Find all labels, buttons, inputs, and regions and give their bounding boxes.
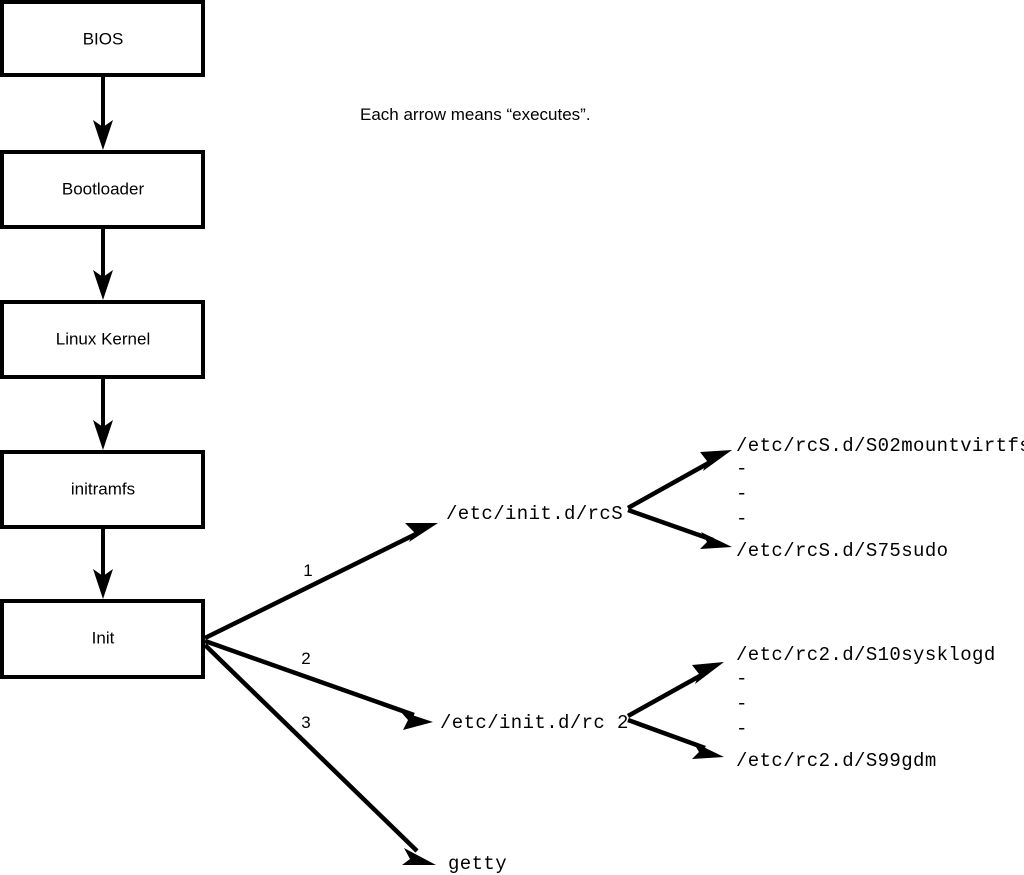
script-rc2-ellipsis-3: - [736,718,747,740]
script-rcs-ellipsis-3: - [736,508,747,530]
node-init-rect [0,599,205,679]
node-rc2-label: /etc/init.d/rc 2 [440,712,629,734]
node-bios[interactable]: BIOS [0,0,205,77]
node-bios-label: BIOS [83,29,124,48]
edge-label-1: 1 [303,561,312,580]
node-rcs-label: /etc/init.d/rcS [446,503,623,525]
node-linux-kernel-label: Linux Kernel [56,329,151,348]
script-rc2-first: /etc/rc2.d/S10sysklogd [736,644,996,666]
arrow-rcs-to-last-script [627,507,732,549]
arrow-kernel-to-initramfs [93,378,113,450]
node-bootloader-label: Bootloader [62,179,145,198]
arrow-init-to-rcs [204,523,438,641]
script-rcs-ellipsis-1: - [736,458,747,480]
arrow-bios-to-bootloader [93,76,113,150]
node-bootloader-rect [0,150,205,229]
script-rcs-last: /etc/rcS.d/S75sudo [736,540,948,562]
node-linux-kernel-rect [0,300,205,379]
edge-label-2: 2 [301,649,310,668]
node-linux-kernel[interactable]: Linux Kernel [0,300,205,379]
script-rcs-ellipsis-2: - [736,483,747,505]
node-bios-rect [0,0,205,77]
arrow-bootloader-to-kernel [93,228,113,300]
node-initramfs-label: initramfs [71,479,135,498]
arrow-rc2-to-first-script [626,662,724,718]
edge-label-3: 3 [301,713,310,732]
script-rcs-first: /etc/rcS.d/S02mountvirtfs [736,435,1024,457]
node-bootloader[interactable]: Bootloader [0,150,205,229]
node-init[interactable]: Init [0,599,205,679]
node-initramfs-rect [0,450,205,529]
node-initramfs[interactable]: initramfs [0,450,205,529]
script-rc2-ellipsis-1: - [736,668,747,690]
script-rc2-ellipsis-2: - [736,693,747,715]
diagram-caption: Each arrow means “executes”. [360,105,591,124]
arrow-rcs-to-first-script [626,450,732,510]
node-init-label: Init [92,628,115,647]
node-getty-label: getty [448,853,507,875]
arrow-rc2-to-last-script [627,717,724,759]
arrow-init-to-getty [203,643,436,865]
arrow-initramfs-to-init [93,528,113,599]
arrow-init-to-rc2 [204,638,433,730]
script-rc2-last: /etc/rc2.d/S99gdm [736,750,937,772]
